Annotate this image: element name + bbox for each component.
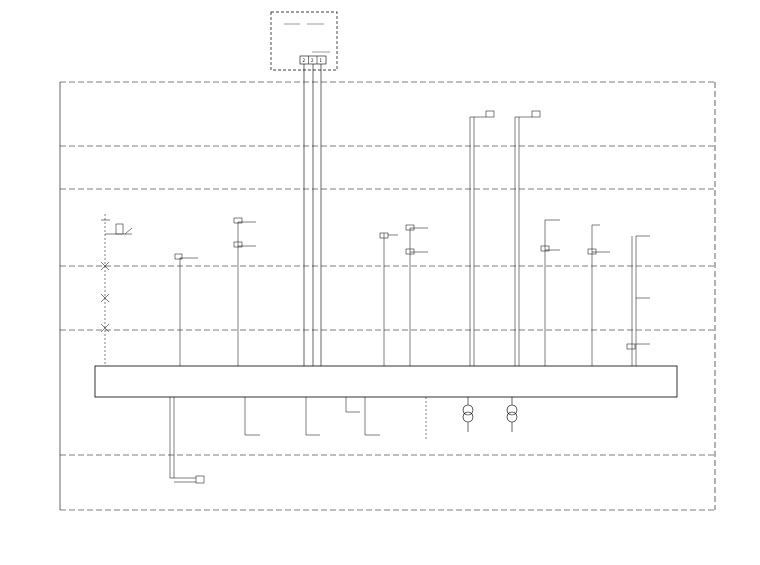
- device-box: [195, 475, 205, 484]
- device-box: [587, 248, 597, 255]
- main-bus: [94, 365, 678, 398]
- source-panel: 2 2 1: [270, 11, 338, 71]
- device-box: [379, 232, 389, 239]
- device-box: [485, 110, 495, 118]
- transformer-icon: [506, 404, 518, 416]
- left-panel-branch: [100, 214, 133, 366]
- transformers: [462, 397, 518, 432]
- device-box: [626, 343, 636, 350]
- device-box: [540, 245, 550, 252]
- device-box: [531, 110, 541, 118]
- cross-mark: [100, 293, 110, 303]
- device-box: [405, 248, 415, 255]
- terminal-label: 2: [311, 58, 314, 63]
- top-device-boxes: [485, 110, 541, 118]
- device-box: [233, 217, 243, 224]
- cross-mark: [100, 261, 110, 271]
- cross-mark: [100, 323, 110, 333]
- terminal-label: 1: [320, 58, 323, 63]
- terminal-label: 2: [303, 58, 306, 63]
- meter-box: [115, 223, 124, 235]
- transformer-icon: [506, 411, 518, 423]
- source-feeders: [303, 64, 322, 366]
- transformer-icon: [462, 411, 474, 423]
- switch-blade: [124, 227, 133, 235]
- upper-branches: [174, 116, 650, 366]
- transformer-icon: [462, 404, 474, 416]
- device-box: [174, 253, 183, 260]
- lower-branches: [169, 397, 427, 484]
- device-box: [233, 241, 243, 248]
- device-box: [405, 224, 415, 231]
- floor-levels: [60, 81, 715, 511]
